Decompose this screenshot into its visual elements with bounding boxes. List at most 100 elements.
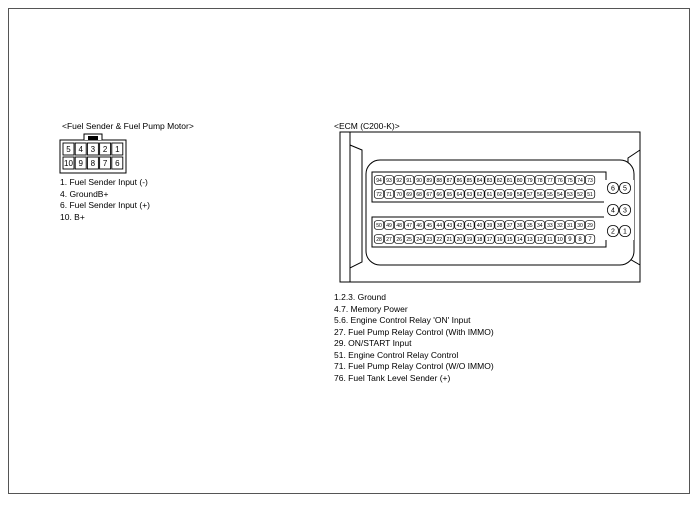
ecm-legend-item: 51. Engine Control Relay Control — [334, 349, 459, 360]
ecm-pin: 85 — [464, 175, 475, 185]
fuel-pin: 6 — [111, 156, 124, 170]
svg-text:5: 5 — [623, 186, 627, 193]
ecm-pin: 77 — [544, 175, 555, 185]
fuel-pin: 5 — [62, 142, 75, 156]
ecm-pin: 65 — [444, 189, 455, 199]
svg-text:85: 85 — [467, 178, 473, 184]
ecm-pin: 87 — [444, 175, 455, 185]
ecm-pin: 75 — [564, 175, 575, 185]
ecm-pin: 80 — [514, 175, 525, 185]
ecm-pin: 18 — [474, 234, 485, 244]
ecm-pin: 51 — [584, 189, 596, 199]
ecm-legend-item: 29. ON/START Input — [334, 338, 412, 348]
fuel-connector-title: <Fuel Sender & Fuel Pump Motor> — [62, 121, 194, 131]
svg-text:74: 74 — [577, 178, 583, 184]
fuel-connector-latch-slot — [88, 136, 98, 140]
svg-text:11: 11 — [547, 237, 552, 243]
ecm-pin: 36 — [514, 220, 525, 230]
svg-text:2: 2 — [611, 229, 615, 236]
svg-text:12: 12 — [537, 237, 543, 243]
ecm-pin: 37 — [504, 220, 515, 230]
ecm-pin: 76 — [554, 175, 565, 185]
ecm-pin: 61 — [484, 189, 495, 199]
svg-text:94: 94 — [376, 178, 382, 184]
ecm-pin: 41 — [464, 220, 475, 230]
ecm-side-pin: 5 — [619, 182, 631, 194]
svg-text:59: 59 — [507, 192, 513, 198]
ecm-pin: 53 — [564, 189, 575, 199]
svg-text:25: 25 — [406, 237, 412, 243]
ecm-pin: 64 — [454, 189, 465, 199]
ecm-pin: 44 — [434, 220, 445, 230]
svg-text:3: 3 — [623, 208, 627, 215]
ecm-legend-item: 4.7. Memory Power — [334, 303, 408, 314]
svg-text:38: 38 — [497, 223, 503, 229]
ecm-pin: 45 — [424, 220, 435, 230]
svg-text:93: 93 — [386, 178, 392, 184]
ecm-pin: 20 — [454, 234, 465, 244]
ecm-pin: 93 — [384, 175, 395, 185]
ecm-pin: 21 — [444, 234, 455, 244]
svg-text:26: 26 — [396, 237, 402, 243]
ecm-pin: 83 — [484, 175, 495, 185]
svg-text:30: 30 — [577, 223, 583, 229]
fuel-connector-legend: 1. Fuel Sender Input (-)4. GroundB+6. Fu… — [60, 177, 150, 223]
fuel-pin: 9 — [74, 156, 87, 170]
svg-text:36: 36 — [517, 223, 523, 229]
fuel-pin: 7 — [99, 156, 112, 170]
svg-text:52: 52 — [577, 192, 583, 198]
svg-text:67: 67 — [426, 192, 432, 198]
svg-text:39: 39 — [487, 223, 493, 229]
ecm-pin: 30 — [574, 220, 586, 230]
svg-text:27: 27 — [386, 237, 392, 243]
svg-text:40: 40 — [477, 223, 483, 229]
ecm-pin: 9 — [564, 234, 575, 244]
svg-text:90: 90 — [416, 178, 422, 184]
ecm-pin: 22 — [434, 234, 445, 244]
ecm-pin: 82 — [494, 175, 505, 185]
ecm-pin: 67 — [424, 189, 435, 199]
svg-text:48: 48 — [396, 223, 402, 229]
svg-text:34: 34 — [537, 223, 543, 229]
svg-text:2: 2 — [103, 145, 108, 154]
ecm-pin: 66 — [434, 189, 445, 199]
svg-text:35: 35 — [527, 223, 533, 229]
ecm-legend-item: 27. Fuel Pump Relay Control (With IMMO) — [334, 326, 494, 337]
ecm-side-pin: 3 — [619, 204, 631, 216]
ecm-pin: 59 — [504, 189, 515, 199]
svg-text:42: 42 — [457, 223, 463, 229]
ecm-pin: 78 — [534, 175, 545, 185]
svg-text:92: 92 — [396, 178, 402, 184]
ecm-pin: 60 — [494, 189, 505, 199]
ecm-pin: 94 — [373, 175, 385, 185]
svg-text:65: 65 — [447, 192, 453, 198]
ecm-connector-title: <ECM (C200-K)> — [334, 121, 400, 131]
svg-text:79: 79 — [527, 178, 533, 184]
ecm-pin: 16 — [494, 234, 505, 244]
ecm-pin: 32 — [554, 220, 565, 230]
svg-text:64: 64 — [457, 192, 463, 198]
ecm-pin: 55 — [544, 189, 555, 199]
ecm-pin: 58 — [514, 189, 525, 199]
svg-text:14: 14 — [517, 237, 523, 243]
ecm-pin: 33 — [544, 220, 555, 230]
ecm-pin: 28 — [373, 234, 385, 244]
svg-text:53: 53 — [567, 192, 573, 198]
svg-text:19: 19 — [467, 237, 473, 243]
svg-text:81: 81 — [507, 178, 513, 184]
drawing-frame — [8, 8, 690, 494]
ecm-pin: 27 — [384, 234, 395, 244]
ecm-pin: 47 — [404, 220, 415, 230]
svg-text:4: 4 — [611, 208, 615, 215]
svg-text:10: 10 — [557, 237, 563, 243]
svg-text:58: 58 — [517, 192, 523, 198]
svg-text:24: 24 — [416, 237, 422, 243]
svg-text:5: 5 — [66, 145, 71, 154]
svg-text:47: 47 — [406, 223, 412, 229]
svg-text:63: 63 — [467, 192, 473, 198]
ecm-pin: 79 — [524, 175, 535, 185]
